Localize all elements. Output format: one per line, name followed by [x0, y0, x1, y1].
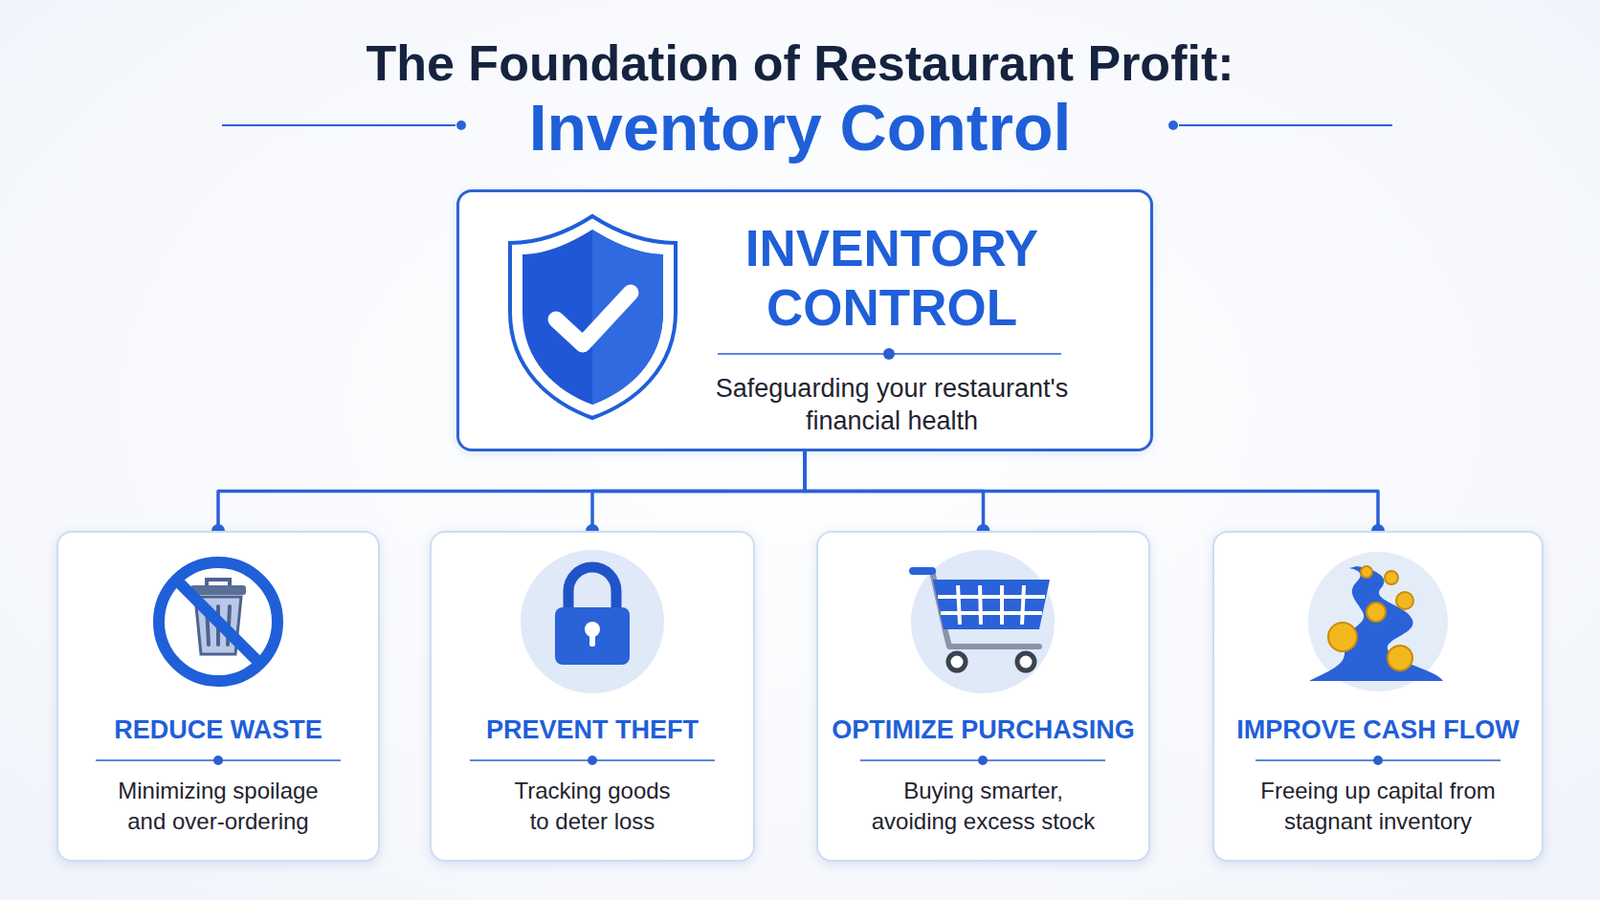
diagram-title: The Foundation of Restaurant Profit:: [0, 34, 1600, 92]
connector: [804, 451, 1378, 532]
box-description: Tracking goods to deter loss: [506, 776, 679, 838]
connector: [592, 451, 805, 532]
box-description: Freeing up capital from stagnant invento…: [1243, 776, 1513, 838]
box-heading: PREVENT THEFT: [431, 714, 754, 746]
connector: [218, 451, 805, 532]
main-box: INVENTORY CONTROL Safeguarding your resta…: [456, 189, 1154, 452]
box-heading: INVENTORY CONTROL: [710, 219, 1074, 338]
box-heading: OPTIMIZE PURCHASING: [818, 714, 1149, 746]
subtitle: Inventory Control: [0, 90, 1600, 164]
benefit-box: REDUCE WASTE Minimizing spoilage and over…: [56, 531, 380, 863]
benefit-box: IMPROVE CASH FLOW Freeing up capital from…: [1212, 531, 1544, 863]
box-description: Minimizing spoilage and over-ordering: [103, 776, 334, 838]
box-description: Safeguarding your restaurant's financial…: [690, 372, 1093, 438]
box-heading: REDUCE WASTE: [58, 714, 378, 746]
box-heading: IMPROVE CASH FLOW: [1214, 714, 1542, 746]
benefit-box: OPTIMIZE PURCHASING Buying smarter, avoid…: [816, 531, 1151, 863]
box-description: Buying smarter, avoiding excess stock: [858, 776, 1110, 838]
benefit-box: PREVENT THEFT Tracking goods to deter los…: [429, 531, 756, 863]
